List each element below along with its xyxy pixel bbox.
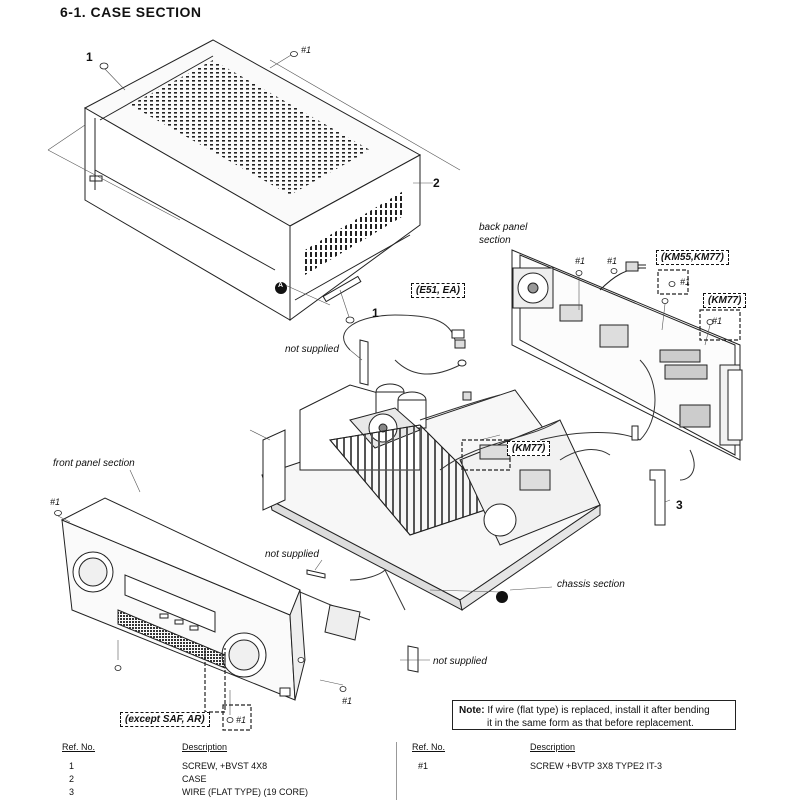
replacement-note: Note: If wire (flat type) is replaced, i… xyxy=(452,700,736,730)
back-leader-lines xyxy=(578,276,711,346)
screw-ref-front-bottom: #1 xyxy=(342,696,353,706)
front-leader-lines xyxy=(57,515,344,715)
screw-icon xyxy=(99,51,355,324)
section-title: 6-1. CASE SECTION xyxy=(60,4,202,20)
header-description-right: Description xyxy=(530,742,576,752)
caption-not-supplied-2: not supplied xyxy=(265,549,319,560)
caption-not-supplied-3: not supplied xyxy=(433,656,487,667)
table-row-ref: #1 xyxy=(418,761,429,771)
screw-ref-front-left: #1 xyxy=(50,497,61,507)
caption-front-panel: front panel section xyxy=(53,458,135,469)
table-row-ref: 2 xyxy=(69,774,75,784)
note-line-2: it in the same form as that before repla… xyxy=(487,718,694,729)
table-row-desc: WIRE (FLAT TYPE) (19 CORE) xyxy=(182,787,309,797)
power-cord xyxy=(599,261,646,291)
front-panel xyxy=(60,497,306,701)
screw-ref-top: #1 xyxy=(301,45,312,55)
table-row-ref: 1 xyxy=(69,761,75,771)
region-box-km77-back: (KM77) xyxy=(703,293,747,308)
screw-ref-back-3: #1 xyxy=(680,277,691,287)
callout-1-bottom: 1 xyxy=(372,306,379,320)
chassis xyxy=(261,339,601,611)
region-part xyxy=(451,329,467,367)
caption-back-panel-2: section xyxy=(479,235,511,246)
km-region-outline xyxy=(461,269,741,471)
region-box-km55-km77: (KM55,KM77) xyxy=(656,250,729,265)
callout-2: 2 xyxy=(433,176,440,190)
flat-wire xyxy=(631,425,666,526)
table-divider xyxy=(396,742,397,800)
region-box-e51-ea: (E51, EA) xyxy=(411,283,465,298)
header-ref-no-right: Ref. No. xyxy=(412,742,446,752)
callout-3: 3 xyxy=(676,498,683,512)
screw-ref-back-4: #1 xyxy=(712,316,723,326)
note-line-1: If wire (flat type) is replaced, install… xyxy=(487,705,710,716)
table-row-desc: CASE xyxy=(182,774,207,784)
reference-a-marker xyxy=(275,282,287,294)
caption-not-supplied-1: not supplied xyxy=(285,344,339,355)
case-cover xyxy=(83,39,422,321)
except-region-outline xyxy=(204,648,252,731)
back-panel xyxy=(511,249,743,461)
screw-ref-back-2: #1 xyxy=(607,256,618,266)
header-description-left: Description xyxy=(182,742,228,752)
reference-a-marker xyxy=(496,591,508,603)
screw-ref-back-1: #1 xyxy=(575,256,586,266)
table-row-desc: SCREW, +BVST 4X8 xyxy=(182,761,268,771)
region-box-km77-chassis: (KM77) xyxy=(507,441,551,456)
note-label: Note: xyxy=(459,705,485,716)
caption-back-panel-1: back panel xyxy=(479,222,528,233)
table-row-desc: SCREW +BVTP 3X8 TYPE2 IT-3 xyxy=(530,761,662,771)
header-ref-no-left: Ref. No. xyxy=(62,742,96,752)
chassis-leader-lines xyxy=(129,349,671,661)
case-leader-lines xyxy=(47,51,461,321)
not-supplied-parts xyxy=(306,339,419,673)
screw-icon xyxy=(575,268,714,325)
region-box-except-saf-ar: (except SAF, AR) xyxy=(120,712,210,727)
callout-1-top: 1 xyxy=(86,50,93,64)
screw-ref-except: #1 xyxy=(236,715,247,725)
caption-chassis: chassis section xyxy=(557,579,625,590)
table-row-ref: 3 xyxy=(69,787,75,797)
marker-a-label: A xyxy=(278,282,284,289)
screw-icon xyxy=(54,510,347,723)
